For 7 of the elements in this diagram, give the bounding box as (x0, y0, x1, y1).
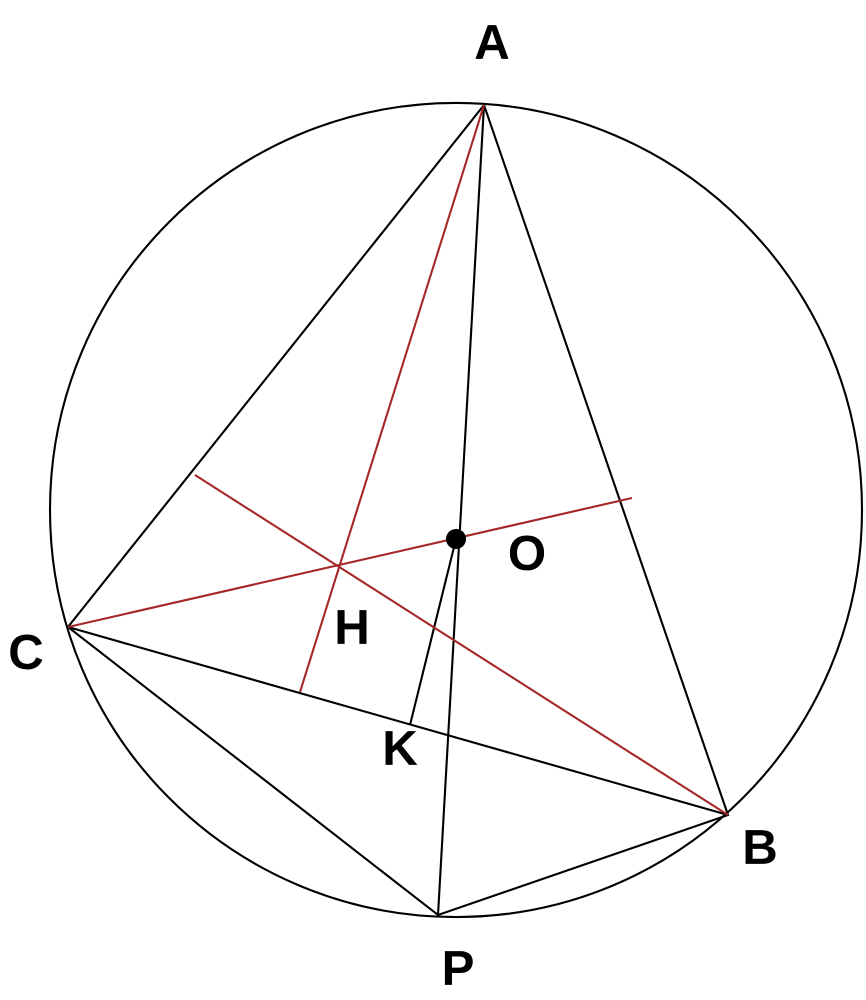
point-label: K (386, 731, 418, 765)
point-label: H (338, 610, 366, 644)
point-label: O (510, 536, 544, 570)
point-label: C (10, 634, 42, 670)
point-label: B (746, 830, 776, 864)
point-label: P (444, 951, 473, 985)
point-label: A (475, 25, 508, 59)
